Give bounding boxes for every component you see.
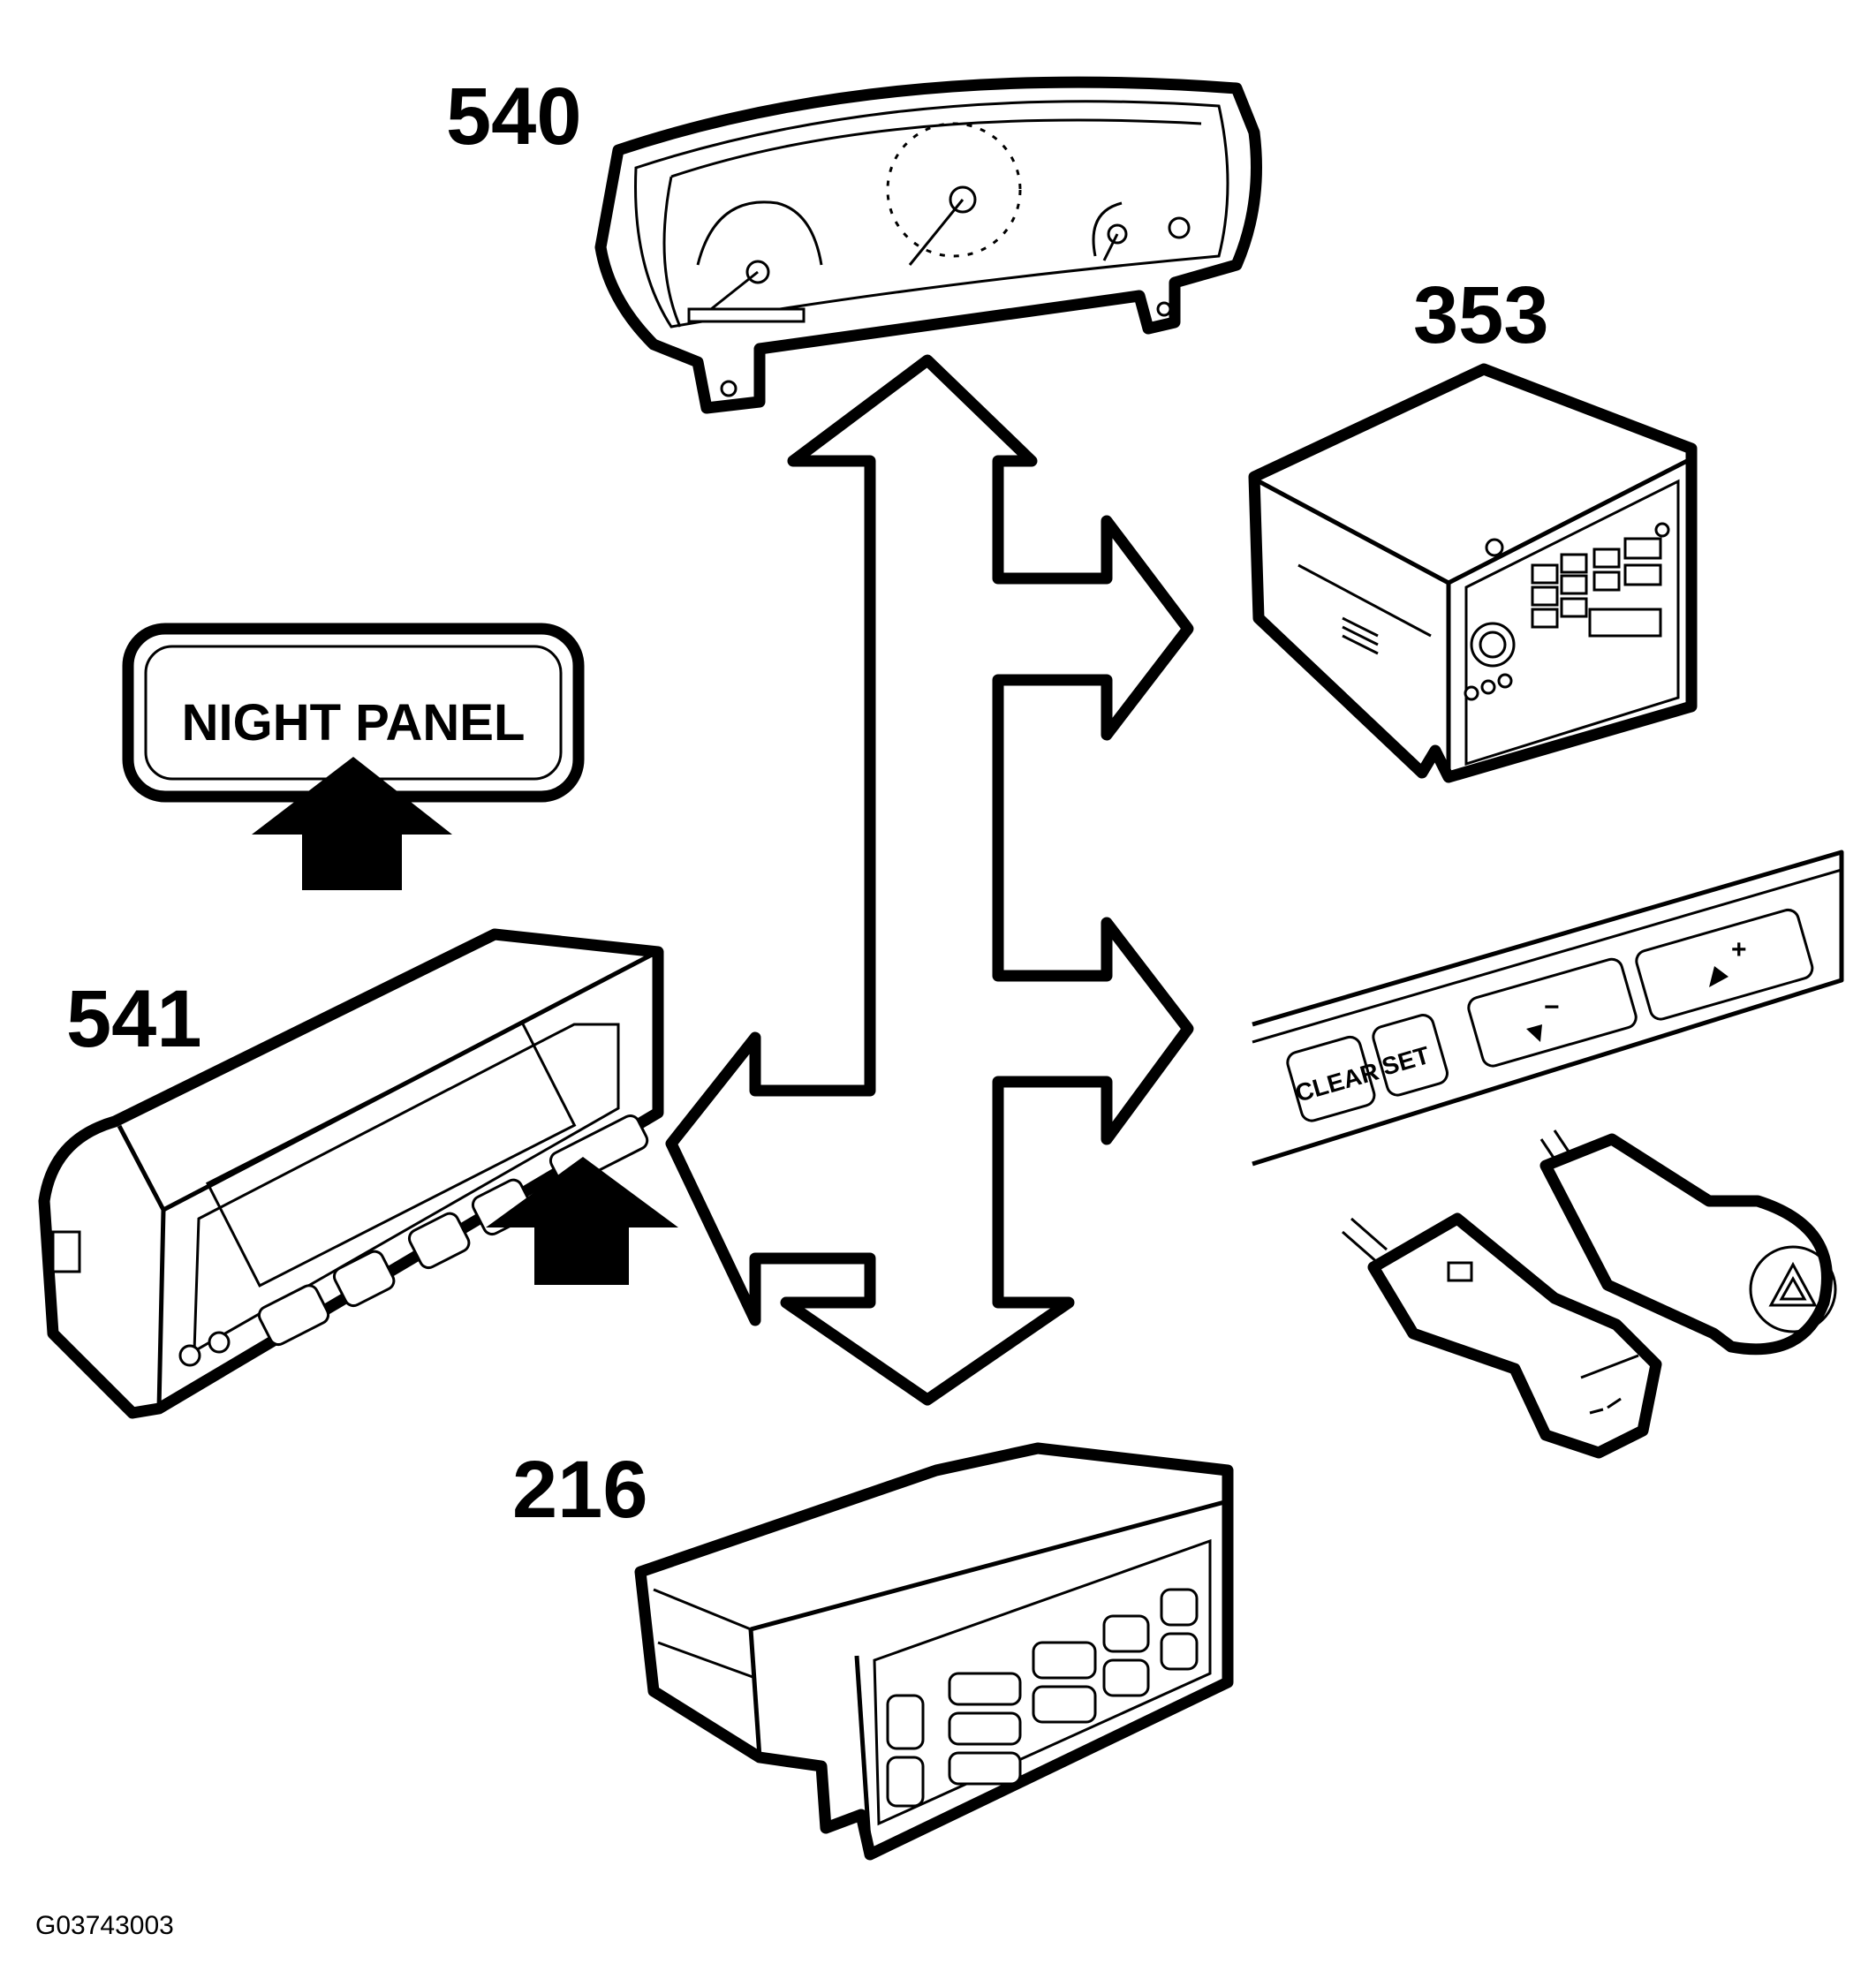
instrument-cluster xyxy=(594,76,1262,414)
label-216: 216 xyxy=(512,1445,648,1535)
up-triangle-icon xyxy=(1709,966,1728,987)
night-panel-callout: NIGHT PANEL xyxy=(122,623,585,890)
steering-plus-label: + xyxy=(1731,935,1747,964)
steering-minus-label: − xyxy=(1544,993,1560,1022)
night-panel-pointer-arrow-icon xyxy=(486,1157,678,1285)
figure-id: G03743003 xyxy=(35,1911,174,1940)
night-panel-label: NIGHT PANEL xyxy=(182,694,526,752)
label-541: 541 xyxy=(66,974,202,1064)
down-triangle-icon xyxy=(1526,1024,1542,1042)
label-353: 353 xyxy=(1413,270,1549,360)
label-540: 540 xyxy=(446,72,582,162)
up-arrow-icon xyxy=(252,757,452,890)
switches xyxy=(1342,1129,1837,1459)
steering-wheel-controls: CLEAR SET − + xyxy=(1252,850,1844,1167)
data-bus-arrows xyxy=(665,354,1194,1406)
hvac-control xyxy=(634,1442,1234,1861)
radio-unit xyxy=(1248,363,1698,783)
